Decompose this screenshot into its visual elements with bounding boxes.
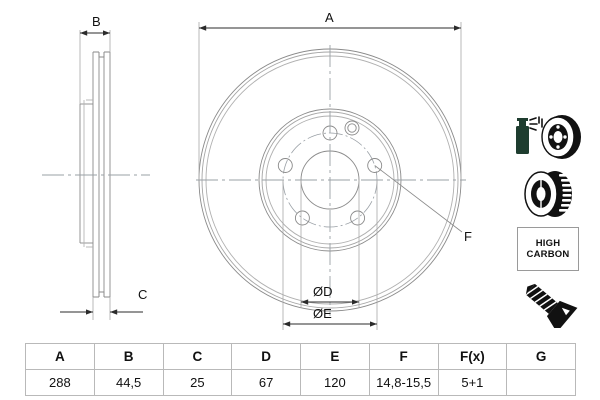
side-view-profile	[79, 51, 111, 298]
dimension-d-line	[300, 180, 360, 308]
ventilated-disc-icon	[500, 166, 596, 222]
table-header-row: A B C D E F F(x) G	[25, 343, 576, 370]
table-header-g: G	[506, 343, 576, 370]
dimension-label-b: B	[92, 14, 101, 29]
locator-hole	[344, 120, 360, 136]
table-header-c: C	[162, 343, 233, 370]
table-header-e: E	[300, 343, 370, 370]
dimension-label-a: A	[325, 10, 334, 25]
coating-spray-disc-icon	[500, 108, 596, 164]
table-value-a: 288	[25, 369, 95, 396]
leader-line-f	[374, 165, 463, 233]
high-carbon-line-1: HIGH	[535, 237, 561, 249]
table-value-b: 44,5	[93, 369, 164, 396]
dimension-label-c: C	[138, 287, 148, 302]
countersunk-screw-icon	[500, 278, 596, 330]
dimension-a-line	[198, 22, 462, 180]
table-value-f: 14,8-15,5	[368, 369, 439, 396]
table-header-d: D	[231, 343, 301, 370]
dimension-b-line	[79, 30, 111, 104]
table-header-fx: F(x)	[437, 343, 508, 370]
table-value-fx: 5+1	[437, 369, 508, 396]
front-view-center-lines	[196, 45, 466, 316]
dimension-c-line	[60, 297, 143, 320]
dimension-label-e: ØE	[313, 306, 332, 321]
dimension-label-d: ØD	[313, 284, 333, 299]
table-value-row: 288 44,5 25 67 120 14,8-15,5 5+1	[25, 369, 576, 396]
feature-icon-column: HIGH CARBON	[500, 108, 596, 330]
table-value-c: 25	[162, 369, 233, 396]
table-header-f: F	[368, 343, 439, 370]
table-header-a: A	[25, 343, 95, 370]
dimension-e-line	[282, 180, 378, 330]
table-header-b: B	[93, 343, 164, 370]
dimension-specification-table: A B C D E F F(x) G 288 44,5 25 67 120 14…	[25, 343, 576, 396]
table-value-e: 120	[300, 369, 370, 396]
leader-label-f: F	[464, 229, 472, 244]
high-carbon-badge: HIGH CARBON	[500, 224, 596, 274]
high-carbon-line-2: CARBON	[526, 249, 570, 260]
table-value-d: 67	[231, 369, 301, 396]
table-value-g	[506, 369, 576, 396]
